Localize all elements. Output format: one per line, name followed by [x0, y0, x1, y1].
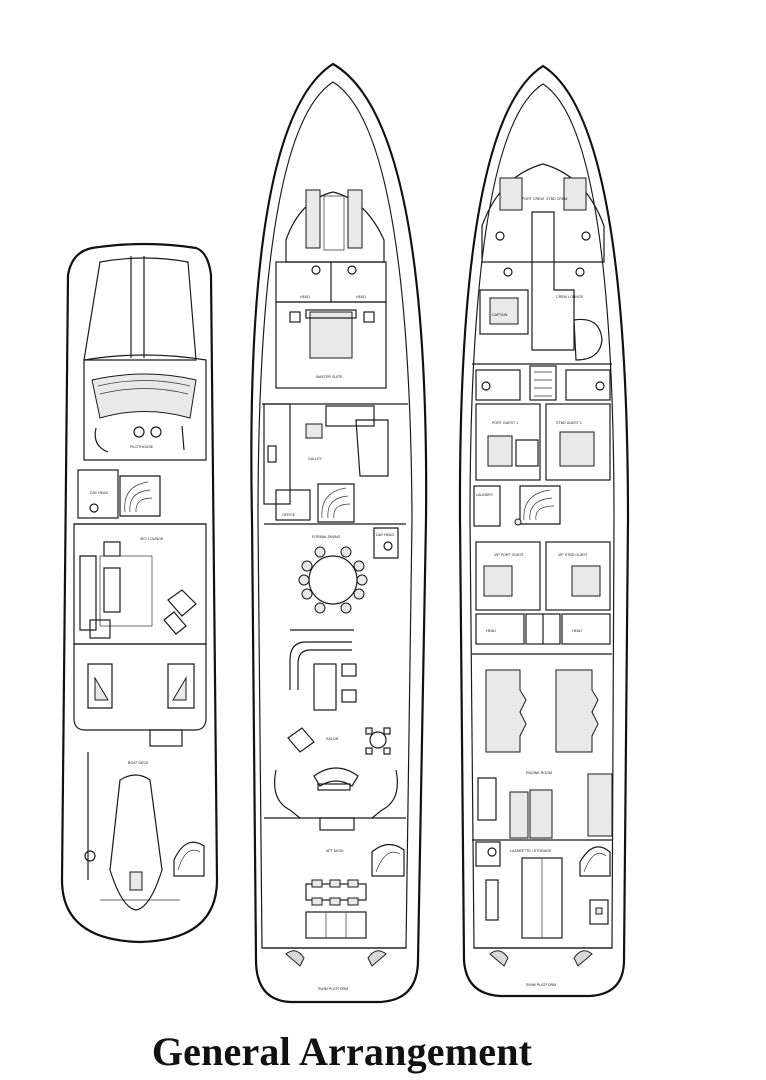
port-engine: [485, 669, 527, 753]
office-label: OFFICE: [282, 513, 296, 517]
stbd-guest-label: STBD GUEST 1: [556, 421, 582, 425]
salon-label: SALON: [326, 737, 339, 741]
salon-sofa-arc: [313, 767, 359, 787]
lower-deck-plan: PORT CREW STBD CREW CAPTAIN CREW LOUNGE …: [458, 64, 630, 998]
stbd-crew-label: STBD CREW: [546, 197, 568, 201]
lower-swim-platform-label: SWIM PLATFORM: [526, 983, 556, 987]
engine-room-label: ENGINE ROOM: [526, 771, 552, 775]
port-guest-label: PORT GUEST 1: [492, 421, 518, 425]
stbd-engine: [555, 669, 599, 753]
lower-head-a-label: HEAD: [486, 629, 496, 633]
lower-spiral-stair: [519, 485, 561, 525]
page-title: General Arrangement: [151, 1029, 533, 1074]
flybridge-hull-outline: [60, 242, 219, 944]
galley-label: GALLEY: [308, 457, 323, 461]
crew-lounge-label: CREW LOUNGE: [556, 295, 584, 299]
formal-dining-label: FORMAL DINING: [312, 535, 341, 539]
flybridge-deck-plan: PILOTHOUSE DAY HEAD SKY LOUNGE BOAT DECK: [60, 242, 219, 944]
dining-table: [308, 555, 358, 605]
main-swim-platform-label: SWIM PLATFORM: [318, 987, 348, 991]
lower-hull-outline: [458, 64, 630, 998]
master-suite-label: MASTER SUITE: [316, 375, 343, 379]
master-head-stbd-label: HEAD: [356, 295, 366, 299]
flybridge-spiral-stair: [119, 475, 161, 517]
vip-stbd-label: VIP STBD GUEST: [558, 553, 588, 557]
lower-head-b-label: HEAD: [572, 629, 582, 633]
boat-deck-label: BOAT DECK: [128, 761, 149, 765]
sky-lounge-label: SKY LOUNGE: [140, 537, 164, 541]
aft-deck-label: AFT DECK: [326, 849, 344, 853]
lazarette-label: LAZARETTE / STORAGE: [510, 849, 552, 853]
port-crew-label: PORT CREW: [522, 197, 544, 201]
master-bed: [309, 311, 353, 359]
main-spiral-stair: [317, 483, 355, 523]
laundry-label: LAUNDRY: [476, 493, 494, 497]
tender: [109, 774, 163, 911]
main-deck-plan: HEAD HEAD MASTER SUITE GALLEY OFFICE FOR…: [250, 62, 428, 1004]
pilothouse-area: [83, 354, 207, 461]
pilothouse-label: PILOTHOUSE: [130, 445, 154, 449]
main-hull-outline: [250, 62, 428, 1004]
master-head-port-label: HEAD: [300, 295, 310, 299]
captain-label: CAPTAIN: [492, 313, 508, 317]
vip-port-label: VIP PORT GUEST: [494, 553, 525, 557]
day-head-label: DAY HEAD: [90, 491, 108, 495]
main-day-head-label: DAY HEAD: [376, 533, 394, 537]
